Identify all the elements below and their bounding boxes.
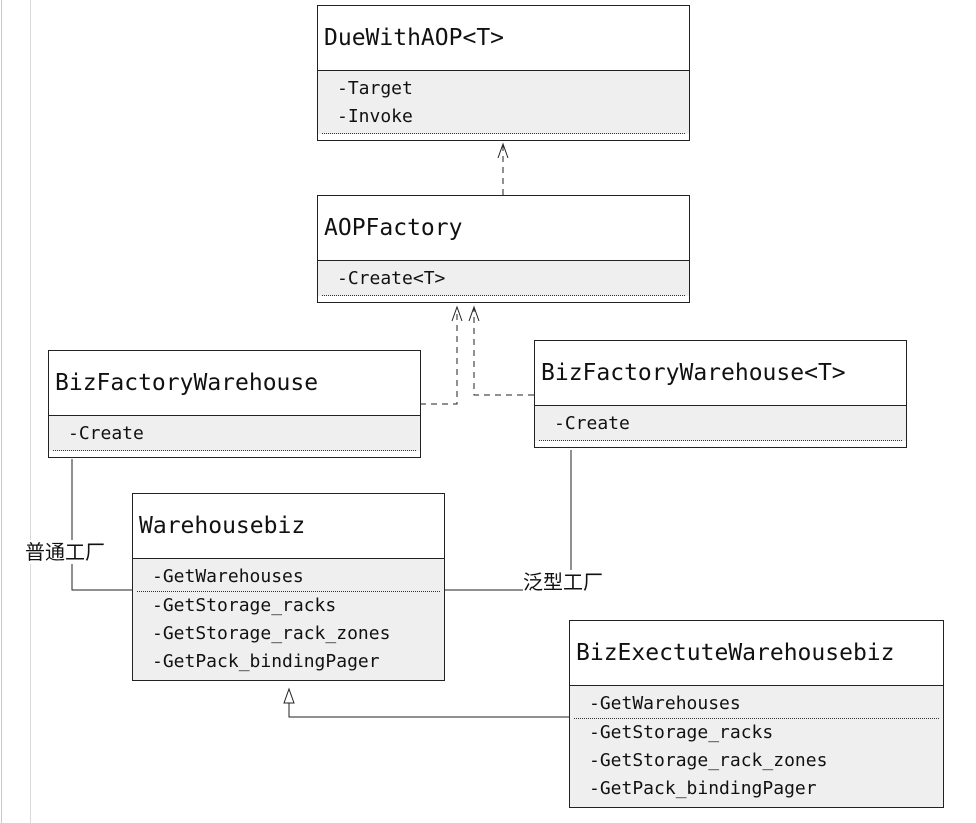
compartment-separator [539, 440, 902, 441]
class-operations: -Target -Invoke [318, 71, 689, 134]
class-name: BizExectuteWarehousebiz [570, 621, 943, 686]
dependency-bizfw-to-aop [420, 309, 458, 405]
arrowhead-open [451, 305, 463, 322]
operation-get-storage-rack-zones: -GetStorage_rack_zones [152, 623, 391, 644]
compartment-separator [322, 133, 685, 134]
generalization-line [288, 703, 569, 718]
class-due-with-aop[interactable]: DueWithAOP<T> -Target -Invoke [317, 5, 690, 141]
operation-create: -Create [68, 423, 144, 444]
class-biz-exectute-warehousebiz[interactable]: BizExectuteWarehousebiz -GetWarehouses -… [569, 620, 944, 808]
arrowhead-open [497, 142, 509, 159]
dependency-bizfwt-to-aop [473, 309, 534, 396]
arrowhead-open [468, 305, 480, 322]
label-normal-factory: 普通工厂 [25, 540, 105, 564]
operation-get-storage-racks: -GetStorage_racks [152, 595, 337, 616]
operation-target: -Target [337, 78, 413, 99]
class-aop-factory[interactable]: AOPFactory -Create<T> [317, 195, 690, 303]
canvas-guide-line [30, 0, 31, 823]
operation-invoke: -Invoke [337, 106, 413, 127]
operation-get-warehouses: -GetWarehouses [152, 566, 304, 587]
operation-get-pack-binding-pager: -GetPack_bindingPager [152, 651, 380, 672]
compartment-separator [53, 450, 416, 451]
operation-get-storage-rack-zones: -GetStorage_rack_zones [589, 750, 828, 771]
class-biz-factory-warehouse[interactable]: BizFactoryWarehouse -Create [48, 350, 421, 458]
class-name: DueWithAOP<T> [318, 6, 689, 71]
operation-create-generic: -Create<T> [337, 268, 446, 289]
operation-get-pack-binding-pager: -GetPack_bindingPager [589, 778, 817, 799]
compartment-separator [322, 295, 685, 296]
class-warehousebiz[interactable]: Warehousebiz -GetWarehouses -GetStorage_… [132, 493, 445, 681]
label-generic-factory: 泛型工厂 [523, 570, 603, 594]
compartment-separator [574, 718, 939, 719]
compartment-separator [137, 591, 440, 592]
class-name: AOPFactory [318, 196, 689, 261]
class-name: Warehousebiz [133, 494, 444, 559]
class-operations: -GetWarehouses -GetStorage_racks -GetSto… [133, 559, 444, 680]
class-name: BizFactoryWarehouse<T> [535, 341, 906, 406]
generalization-triangle [283, 687, 295, 704]
operation-create: -Create [554, 413, 630, 434]
operation-get-warehouses: -GetWarehouses [589, 693, 741, 714]
class-name: BizFactoryWarehouse [49, 351, 420, 416]
class-operations: -Create [535, 406, 906, 441]
class-operations: -Create [49, 416, 420, 451]
class-biz-factory-warehouse-generic[interactable]: BizFactoryWarehouse<T> -Create [534, 340, 907, 448]
association-normal-factory [71, 459, 132, 591]
association-generic-factory [445, 450, 572, 591]
class-operations: -Create<T> [318, 261, 689, 296]
class-operations: -GetWarehouses -GetStorage_racks -GetSto… [570, 686, 943, 807]
operation-get-storage-racks: -GetStorage_racks [589, 722, 774, 743]
canvas-left-edge [1, 0, 2, 823]
